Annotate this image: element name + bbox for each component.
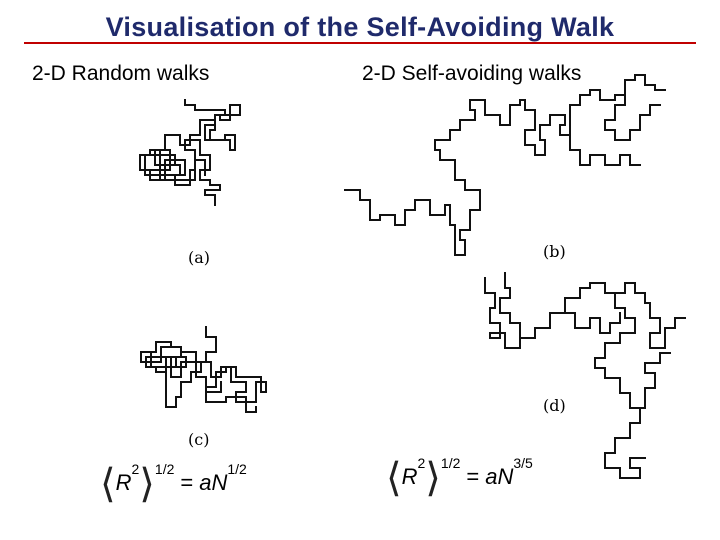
formula-outer-exponent: 1/2 — [154, 461, 175, 477]
random-walk-a — [139, 99, 241, 206]
slide-title: Visualisation of the Self-Avoiding Walk — [105, 12, 615, 42]
equals-sign: = — [466, 464, 480, 489]
formula-outer-exponent: 1/2 — [440, 455, 461, 471]
self-avoiding-formula: ⟨ R 2 ⟩ 1/2 = aN 3/5 — [386, 455, 533, 498]
self-avoiding-walk-b — [344, 74, 666, 256]
left-angle-bracket: ⟨ — [386, 456, 402, 500]
formula-lhs-exponent: 2 — [131, 461, 140, 477]
title-underline — [24, 42, 696, 44]
right-angle-bracket: ⟩ — [139, 462, 155, 506]
self-avoiding-walk-d — [484, 272, 686, 479]
right-angle-bracket: ⟩ — [425, 456, 441, 500]
formula-lhs-exponent: 2 — [417, 455, 426, 471]
random-walk-c — [140, 326, 267, 413]
panel-label-d: (d) — [543, 396, 566, 415]
random-walk-formula: ⟨ R 2 ⟩ 1/2 = aN 1/2 — [100, 461, 247, 504]
formula-rhs-coefficient: aN — [485, 464, 514, 489]
panel-label-a: (a) — [188, 248, 211, 267]
formula-rhs-exponent: 1/2 — [227, 461, 247, 477]
panel-label-c: (c) — [188, 430, 210, 449]
left-angle-bracket: ⟨ — [100, 462, 116, 506]
formula-lhs-symbol: R — [401, 464, 418, 489]
formula-rhs-exponent: 3/5 — [513, 455, 533, 471]
equals-sign: = — [180, 470, 194, 495]
formula-rhs-coefficient: aN — [199, 470, 228, 495]
formula-lhs-symbol: R — [115, 470, 132, 495]
random-walks-heading: 2-D Random walks — [32, 62, 210, 85]
self-avoiding-walks-heading: 2-D Self-avoiding walks — [362, 62, 582, 85]
panel-label-b: (b) — [543, 242, 566, 261]
